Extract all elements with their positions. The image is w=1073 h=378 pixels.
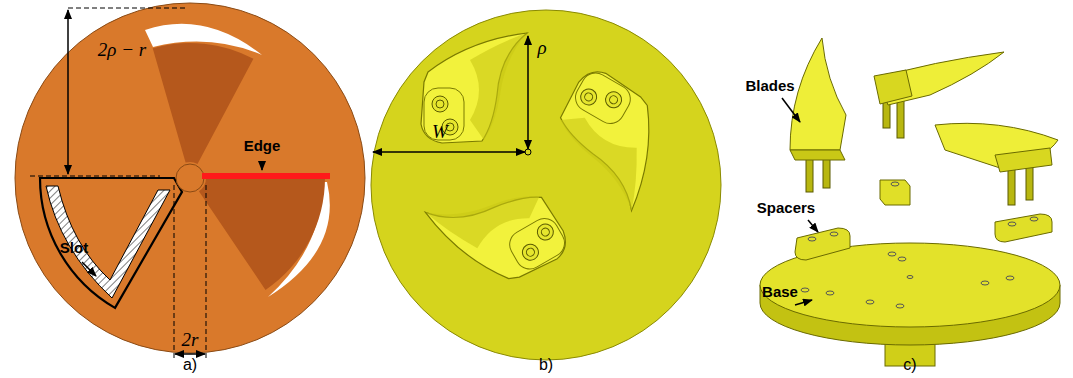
dimension-label: ρ — [537, 38, 546, 59]
panel-label: b) — [539, 356, 553, 374]
part-label: Blades — [745, 78, 794, 95]
callout-label: Slot — [60, 240, 88, 257]
dimension-label: W — [432, 122, 448, 143]
panel-label: c) — [903, 356, 916, 374]
dimension-label: 2r — [182, 330, 199, 351]
part-label: Spacers — [757, 200, 815, 217]
panel-label: a) — [183, 356, 197, 374]
part-label: Base — [762, 284, 798, 301]
dimension-label: 2ρ − r — [98, 40, 146, 61]
callout-label: Edge — [244, 138, 281, 155]
